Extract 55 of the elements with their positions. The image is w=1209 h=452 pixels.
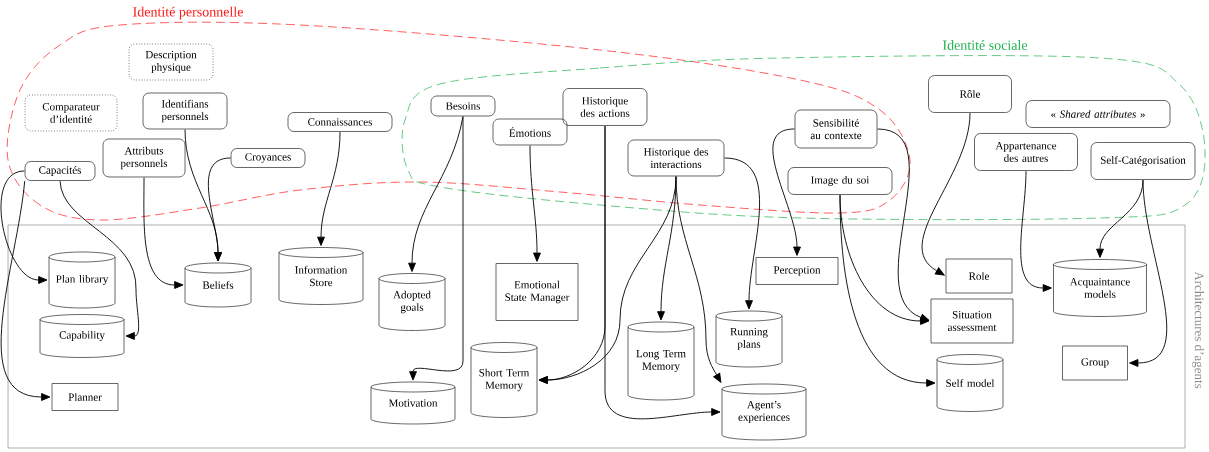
process-box: Situation assessment <box>930 298 1014 344</box>
arrow <box>921 112 971 276</box>
rounded-box: Identifians personnels <box>142 92 228 130</box>
database-cylinder: Self model <box>936 354 1004 412</box>
arrow <box>1129 179 1168 367</box>
process-box: Emotional State Manager <box>495 263 579 321</box>
arrow <box>772 128 801 256</box>
arrow <box>877 128 930 322</box>
rounded-box: Image du soi <box>787 167 893 195</box>
database-cylinder: Running plans <box>715 310 783 368</box>
arrow <box>59 180 140 340</box>
database-cylinder: Motivation <box>370 381 456 425</box>
rounded-box: Émotions <box>492 118 568 146</box>
database-cylinder: Acquaintance models <box>1053 259 1147 317</box>
rounded-box: Besoins <box>430 95 496 117</box>
database-cylinder: Beliefs <box>184 262 252 308</box>
database-cylinder: Short Term Memory <box>470 342 538 418</box>
node-label: Architectures d’agents <box>1192 271 1204 389</box>
rounded-box: Sensibilité au contexte <box>794 109 878 149</box>
database-cylinder: Agent’s experiences <box>721 383 807 441</box>
arrow <box>839 194 936 387</box>
arrow <box>207 157 231 262</box>
node-label: Identité sociale <box>942 40 1028 50</box>
arrow <box>409 116 464 381</box>
rounded-box: Capacités <box>24 161 96 181</box>
database-cylinder: Information Store <box>278 247 364 305</box>
rounded-box: Attributs personnels <box>102 138 186 178</box>
rounded-box: « Shared attributes » <box>1025 100 1171 128</box>
process-box: Planner <box>51 383 119 411</box>
database-cylinder: Adopted goals <box>378 273 446 331</box>
database-cylinder: Capability <box>39 314 125 358</box>
process-box: Role <box>945 258 1013 294</box>
database-cylinder: Plan library <box>48 251 116 309</box>
arrow <box>675 176 722 383</box>
process-box: Group <box>1062 345 1128 381</box>
rounded-box: Connaissances <box>287 112 393 132</box>
arrow <box>724 157 760 310</box>
process-box: Perception <box>755 257 839 285</box>
arrow <box>1020 170 1052 292</box>
arrow <box>0 170 48 284</box>
arrow <box>604 125 721 420</box>
dotted-box: Description physique <box>128 43 214 81</box>
dotted-box: Comparateur d’identité <box>24 94 118 132</box>
database-cylinder: Long Term Memory <box>627 321 695 401</box>
rounded-box: Rôle <box>928 75 1012 113</box>
rounded-box: Self-Catégorisation <box>1090 142 1196 180</box>
arrow <box>529 145 541 262</box>
arrow <box>317 131 341 246</box>
rounded-box: Appartenance des autres <box>974 133 1078 171</box>
rounded-box: Historique des interactions <box>627 139 725 177</box>
node-label: Identité personnelle <box>133 6 243 20</box>
arrow <box>0 180 51 401</box>
rounded-box: Historique des actions <box>562 88 648 126</box>
arrow <box>143 177 184 289</box>
rounded-box: Croyances <box>230 148 306 168</box>
